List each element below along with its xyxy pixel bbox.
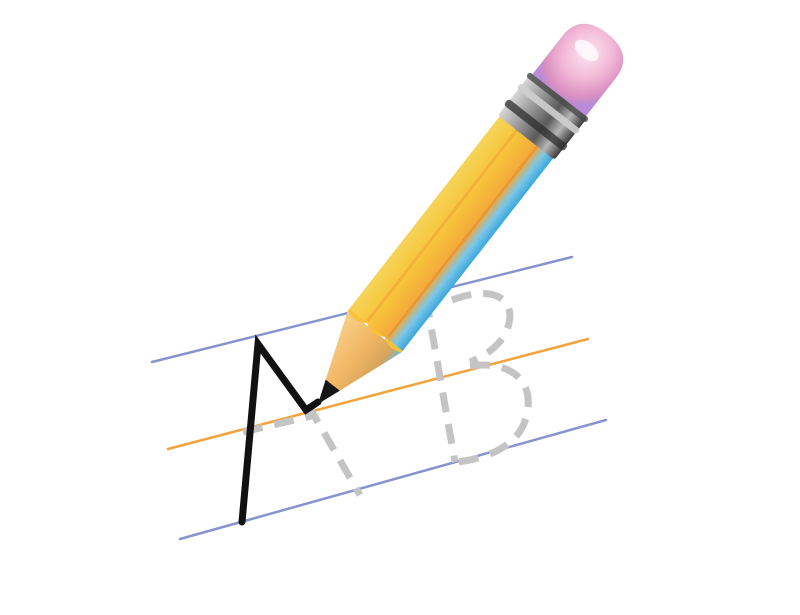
letter-b-dashed-stem	[422, 297, 459, 463]
dashed-letters	[242, 290, 532, 497]
pencil-wood-cone	[325, 310, 402, 391]
letter-a-dashed-crossbar	[242, 411, 317, 436]
pencil-ferrule	[498, 72, 589, 159]
pencil-graphite-tip	[318, 379, 340, 404]
pencil-icon	[318, 23, 624, 404]
bottom-guide-line	[178, 418, 608, 541]
letter-b-dashed-lower-bowl	[457, 361, 532, 466]
letter-b-dashed-upper-bowl	[450, 290, 514, 366]
pencil-body	[349, 115, 555, 351]
pencil-facet-line-2	[387, 143, 540, 338]
letter-a-dashed-right-leg	[304, 403, 364, 497]
eraser-highlight	[574, 39, 599, 62]
middle-dashed-guide-line	[166, 337, 590, 451]
pencil-facet-line-1	[366, 127, 520, 322]
letter-a-traced-stroke	[238, 334, 322, 526]
eraser-icon	[532, 23, 624, 117]
